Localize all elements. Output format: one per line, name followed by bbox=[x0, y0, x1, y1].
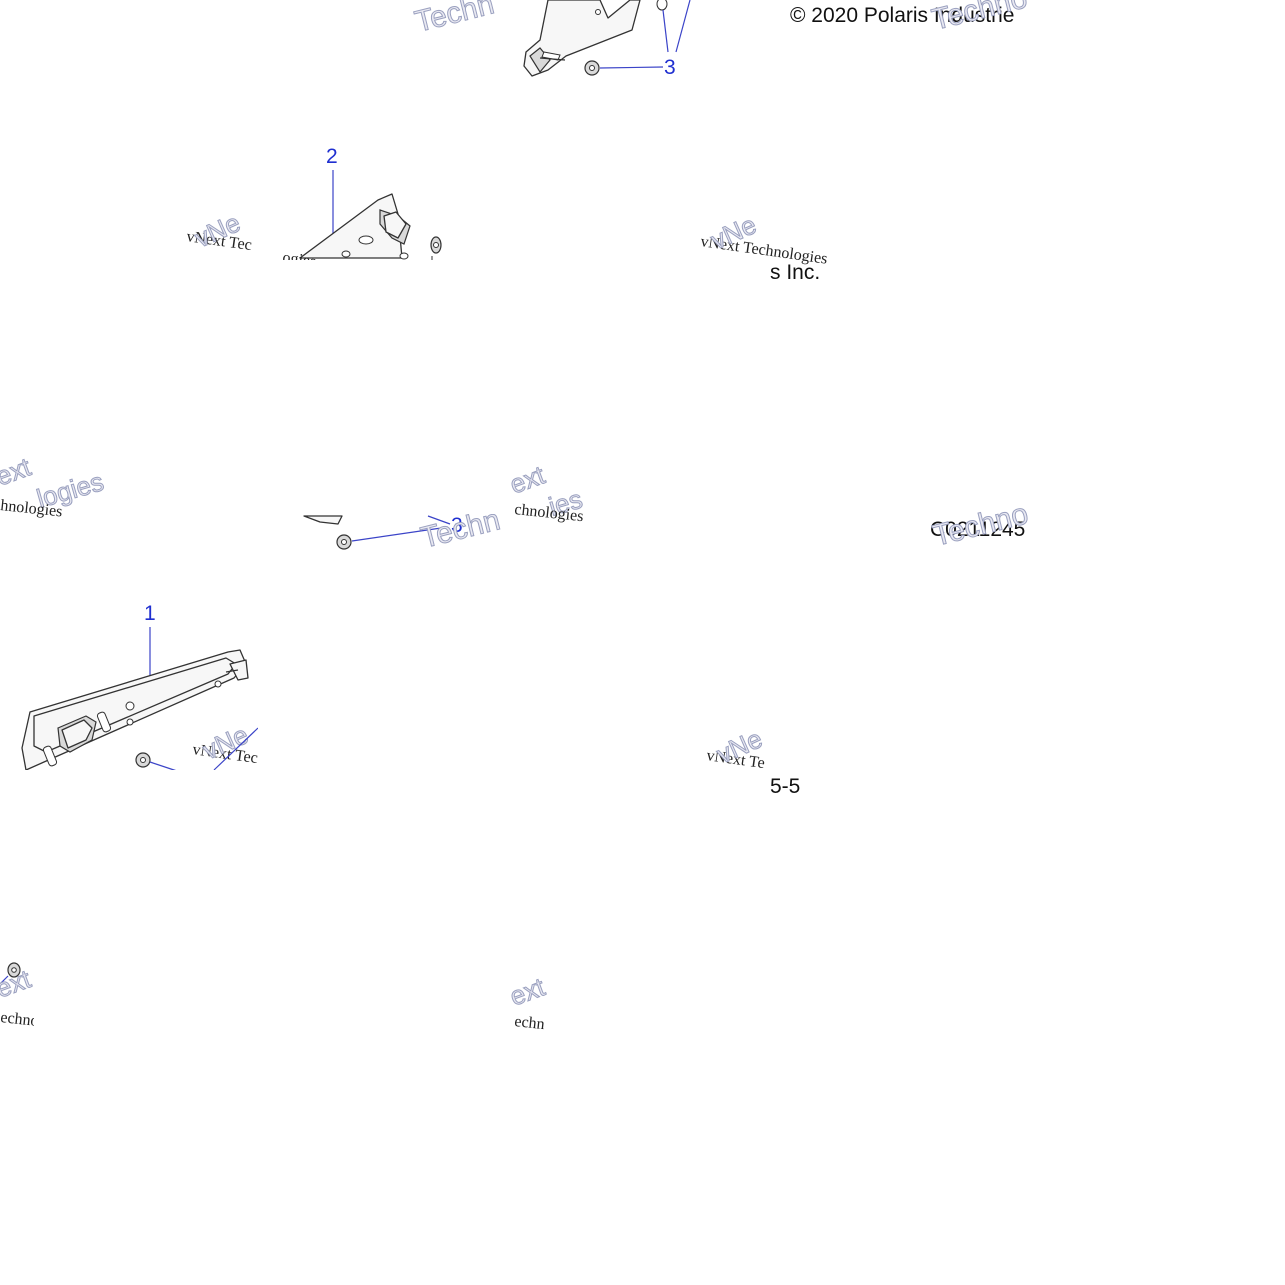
bracket-part-2 bbox=[299, 193, 442, 260]
watermark-techn-top: Techn bbox=[412, 0, 498, 39]
nut-part-1 bbox=[135, 752, 151, 768]
watermark-ext-bottom: ext bbox=[506, 971, 550, 1011]
callout-3-top: 3 bbox=[664, 56, 676, 79]
bracket-part-1 bbox=[21, 649, 249, 771]
nut-bottom-left bbox=[7, 962, 21, 978]
watermark-echno-bottom-left: echno bbox=[0, 1009, 39, 1030]
page-number-suffix: 5-5 bbox=[770, 775, 800, 798]
watermark-techno-top-right: Techno bbox=[929, 0, 1031, 37]
callout-3-top-leaders bbox=[599, 0, 691, 69]
nut-mid bbox=[336, 534, 352, 550]
callout-1: 1 bbox=[144, 602, 156, 625]
bracket-top-fragment bbox=[523, 0, 668, 77]
callout-2: 2 bbox=[326, 145, 338, 168]
inc-text: s Inc. bbox=[770, 261, 820, 284]
watermark-techno-right: Techno bbox=[930, 497, 1032, 552]
watermark-ext-mid: ext bbox=[506, 459, 550, 499]
bracket-edge-fragment bbox=[303, 515, 343, 525]
copyright-text: © 2020 Polaris Industrie bbox=[790, 4, 1014, 27]
watermark-echn-bottom: echn bbox=[514, 1013, 546, 1033]
callout-3-mid-leader bbox=[351, 526, 449, 542]
watermark-ext-left: ext bbox=[0, 451, 35, 491]
diagram-code: C0211245 bbox=[930, 518, 1025, 541]
watermark-ext-bottom-left: ext bbox=[0, 963, 35, 1003]
callout-3-mid: 3 bbox=[451, 514, 463, 537]
watermark-chnologies-left: hnologies bbox=[0, 497, 63, 520]
